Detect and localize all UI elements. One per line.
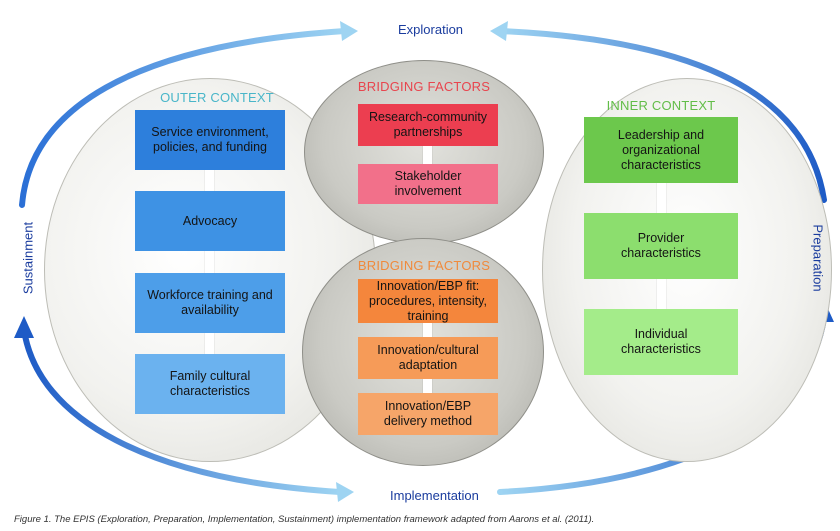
outer-item-advocacy: Advocacy (135, 191, 285, 251)
inner-context-header: INNER CONTEXT (606, 98, 716, 113)
arrow-head-exploration-right (490, 21, 508, 41)
connector (205, 333, 214, 365)
outer-context-header: OUTER CONTEXT (160, 90, 274, 105)
bridging-item-cultural-adaptation: Innovation/cultural adaptation (358, 337, 498, 379)
arrow-head-exploration-left (340, 21, 358, 41)
connector (205, 168, 214, 198)
figure-caption: Figure 1. The EPIS (Exploration, Prepara… (14, 514, 595, 525)
arrow-sustainment-to-exploration (19, 28, 348, 208)
outer-item-workforce-training: Workforce training and availability (135, 273, 285, 333)
outer-item-family-cultural: Family cultural characteristics (135, 354, 285, 414)
inner-item-provider: Provider characteristics (584, 213, 738, 279)
phase-preparation-label: Preparation (810, 224, 826, 292)
bridging-factors-bottom-header: BRIDGING FACTORS (357, 258, 491, 273)
connector (423, 320, 432, 340)
phase-sustainment-label: Sustainment (20, 221, 36, 295)
connector (423, 143, 432, 167)
arrow-exploration-to-preparation (497, 28, 827, 203)
arrow-head-sustainment (14, 316, 34, 338)
inner-item-individual: Individual characteristics (584, 309, 738, 375)
outer-item-service-environment: Service environment, policies, and fundi… (135, 110, 285, 170)
bridging-item-research-community: Research-community partnerships (358, 104, 498, 146)
bridging-item-stakeholder: Stakeholder involvement (358, 164, 498, 204)
bridging-item-delivery-method: Innovation/EBP delivery method (358, 393, 498, 435)
connector (205, 250, 214, 280)
inner-item-leadership: Leadership and organizational characteri… (584, 117, 738, 183)
bridging-item-innovation-fit: Innovation/EBP fit: procedures, intensit… (358, 279, 498, 323)
bridging-factors-top-header: BRIDGING FACTORS (357, 79, 491, 94)
arrow-implementation-to-sustainment (21, 327, 343, 495)
connector (657, 180, 666, 216)
phase-exploration-label: Exploration (398, 22, 464, 37)
phase-implementation-label: Implementation (390, 488, 479, 503)
arrow-head-implementation (336, 482, 354, 502)
connector (423, 376, 432, 396)
connector (657, 276, 666, 312)
